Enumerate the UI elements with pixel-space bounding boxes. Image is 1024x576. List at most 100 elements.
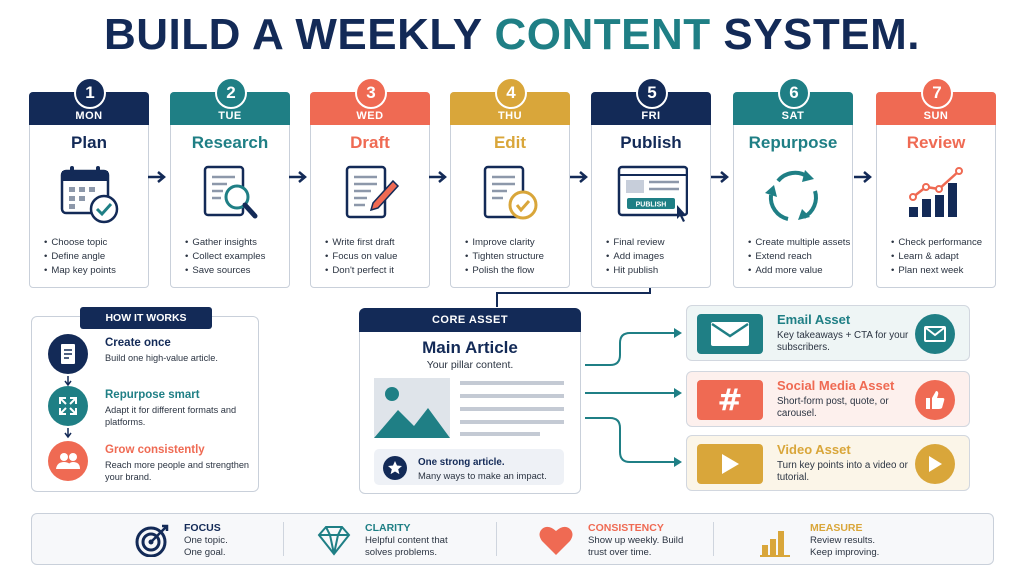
- arrow-right-icon: [148, 171, 166, 183]
- core-asset-subtitle: Your pillar content.: [426, 359, 514, 371]
- bullet: Improve clarity: [465, 236, 544, 250]
- bullet: Hit publish: [606, 264, 665, 278]
- step-bullets: Check performance Learn & adapt Plan nex…: [891, 236, 982, 278]
- bar-chart-trend-icon: [909, 167, 963, 217]
- principle-desc: Helpful content that solves problems.: [365, 535, 448, 558]
- arrow-right-icon: [289, 171, 307, 183]
- principle-desc: Review results. Keep improving.: [810, 535, 880, 558]
- step-bullets: Improve clarity Tighten structure Polish…: [465, 236, 544, 278]
- step-name: Repurpose: [748, 133, 838, 152]
- bullet: Map key points: [44, 264, 116, 278]
- principle-clarity: CLARITY Helpful content that solves prob…: [315, 513, 495, 565]
- how-item-title: Repurpose smart: [105, 389, 200, 401]
- play-circle-icon: [915, 444, 955, 484]
- thumbs-up-icon: [915, 380, 955, 420]
- core-note-title: One strong article.: [418, 457, 505, 468]
- title-part-2: SYSTEM.: [710, 10, 921, 59]
- step-number-badge: 5: [636, 77, 668, 109]
- principle-consistency: CONSISTENCY Show up weekly. Build trust …: [538, 513, 738, 565]
- footer-divider: [496, 522, 497, 556]
- expand-arrows-icon: [48, 386, 88, 426]
- how-it-works-label: HOW IT WORKS: [80, 307, 212, 329]
- step-name: Draft: [350, 133, 390, 152]
- principles-footer: [31, 513, 994, 565]
- calendar-check-icon: [60, 166, 119, 224]
- asset-desc: Turn key points into a video or tutorial…: [777, 460, 908, 483]
- title-accent: CONTENT: [494, 10, 711, 59]
- asset-title: Video Asset: [777, 442, 851, 457]
- image-placeholder-icon: [374, 378, 450, 438]
- step-card-sat: SAT 6 Repurpose Create multiple assets E…: [733, 77, 853, 288]
- document-check-icon: [483, 165, 538, 220]
- document-icon: [48, 334, 88, 374]
- mail-small-icon: [915, 314, 955, 354]
- play-icon: [697, 444, 763, 484]
- principle-title: MEASURE: [810, 522, 863, 534]
- step-bullets: Final review Add images Hit publish: [606, 236, 665, 278]
- arrow-right-icon: [711, 171, 729, 183]
- step-card-wed: WED 3 Draft Write first draft Focus on v…: [310, 77, 430, 288]
- document-pencil-icon: [345, 165, 400, 219]
- bullet: Plan next week: [891, 264, 982, 278]
- core-note-desc: Many ways to make an impact.: [418, 470, 547, 481]
- bullet: Focus on value: [325, 250, 397, 264]
- asset-card-email: Email Asset Key takeaways + CTA for your…: [686, 305, 970, 361]
- bullet: Learn & adapt: [891, 250, 982, 264]
- target-icon: [135, 524, 169, 557]
- core-asset-note: One strong article. Many ways to make an…: [374, 449, 564, 485]
- arrow-right-icon: [570, 171, 588, 183]
- hashtag-icon: #: [697, 380, 763, 420]
- core-asset-label: CORE ASSET: [359, 308, 581, 332]
- step-number-badge: 4: [495, 77, 527, 109]
- asset-card-video: Video Asset Turn key points into a video…: [686, 435, 970, 491]
- asset-desc: Short-form post, quote, or carousel.: [777, 396, 889, 419]
- publish-label: PUBLISH: [636, 202, 667, 209]
- principle-measure: MEASURE Review results. Keep improving.: [760, 513, 940, 565]
- bullet: Don't perfect it: [325, 264, 397, 278]
- how-item-desc: Adapt it for different formats and platf…: [105, 405, 237, 427]
- bullet: Add more value: [748, 264, 850, 278]
- principle-desc: One topic. One goal.: [184, 535, 228, 558]
- step-number-badge: 2: [215, 77, 247, 109]
- step-name: Edit: [493, 133, 527, 152]
- principle-title: CLARITY: [365, 522, 411, 534]
- principle-title: CONSISTENCY: [588, 522, 664, 534]
- bullet: Create multiple assets: [748, 236, 850, 250]
- step-name: Review: [906, 133, 966, 152]
- step-name: Publish: [620, 133, 682, 152]
- step-number-badge: 6: [778, 77, 810, 109]
- bullet: Choose topic: [44, 236, 116, 250]
- step-name: Plan: [71, 133, 107, 152]
- step-number-badge: 7: [921, 77, 953, 109]
- principle-desc: Show up weekly. Build trust over time.: [588, 535, 684, 558]
- bullet: Add images: [606, 250, 665, 264]
- page-title: BUILD A WEEKLY CONTENT SYSTEM.: [0, 10, 1024, 60]
- bullet: Gather insights: [185, 236, 265, 250]
- footer-divider: [713, 522, 714, 556]
- how-item-title: Create once: [105, 337, 171, 349]
- arrow-right-icon: [429, 171, 447, 183]
- asset-title: Email Asset: [777, 312, 851, 327]
- diamond-icon: [317, 526, 351, 556]
- title-part-1: BUILD A WEEKLY: [103, 10, 495, 59]
- step-bullets: Gather insights Collect examples Save so…: [185, 236, 265, 278]
- bullet: Collect examples: [185, 250, 265, 264]
- bullet: Tighten structure: [465, 250, 544, 264]
- step-card-fri: FRI 5 Publish PUBLISH Final review Add i…: [591, 77, 711, 288]
- hashtag-glyph: #: [717, 382, 743, 418]
- step-bullets: Write first draft Focus on value Don't p…: [325, 236, 397, 278]
- asset-card-social: # Social Media Asset Short-form post, qu…: [686, 371, 970, 427]
- bullet: Check performance: [891, 236, 982, 250]
- heart-icon: [539, 526, 573, 555]
- step-name: Research: [191, 133, 269, 152]
- bullet: Extend reach: [748, 250, 850, 264]
- bar-chart-icon: [760, 531, 790, 557]
- step-number-badge: 1: [74, 77, 106, 109]
- how-item-desc: Build one high-value article.: [105, 353, 218, 363]
- people-icon: [48, 441, 88, 481]
- asset-desc: Key takeaways + CTA for your subscribers…: [777, 330, 909, 353]
- footer-divider: [283, 522, 284, 556]
- bullet: Polish the flow: [465, 264, 544, 278]
- arrow-right-icon: [854, 171, 872, 183]
